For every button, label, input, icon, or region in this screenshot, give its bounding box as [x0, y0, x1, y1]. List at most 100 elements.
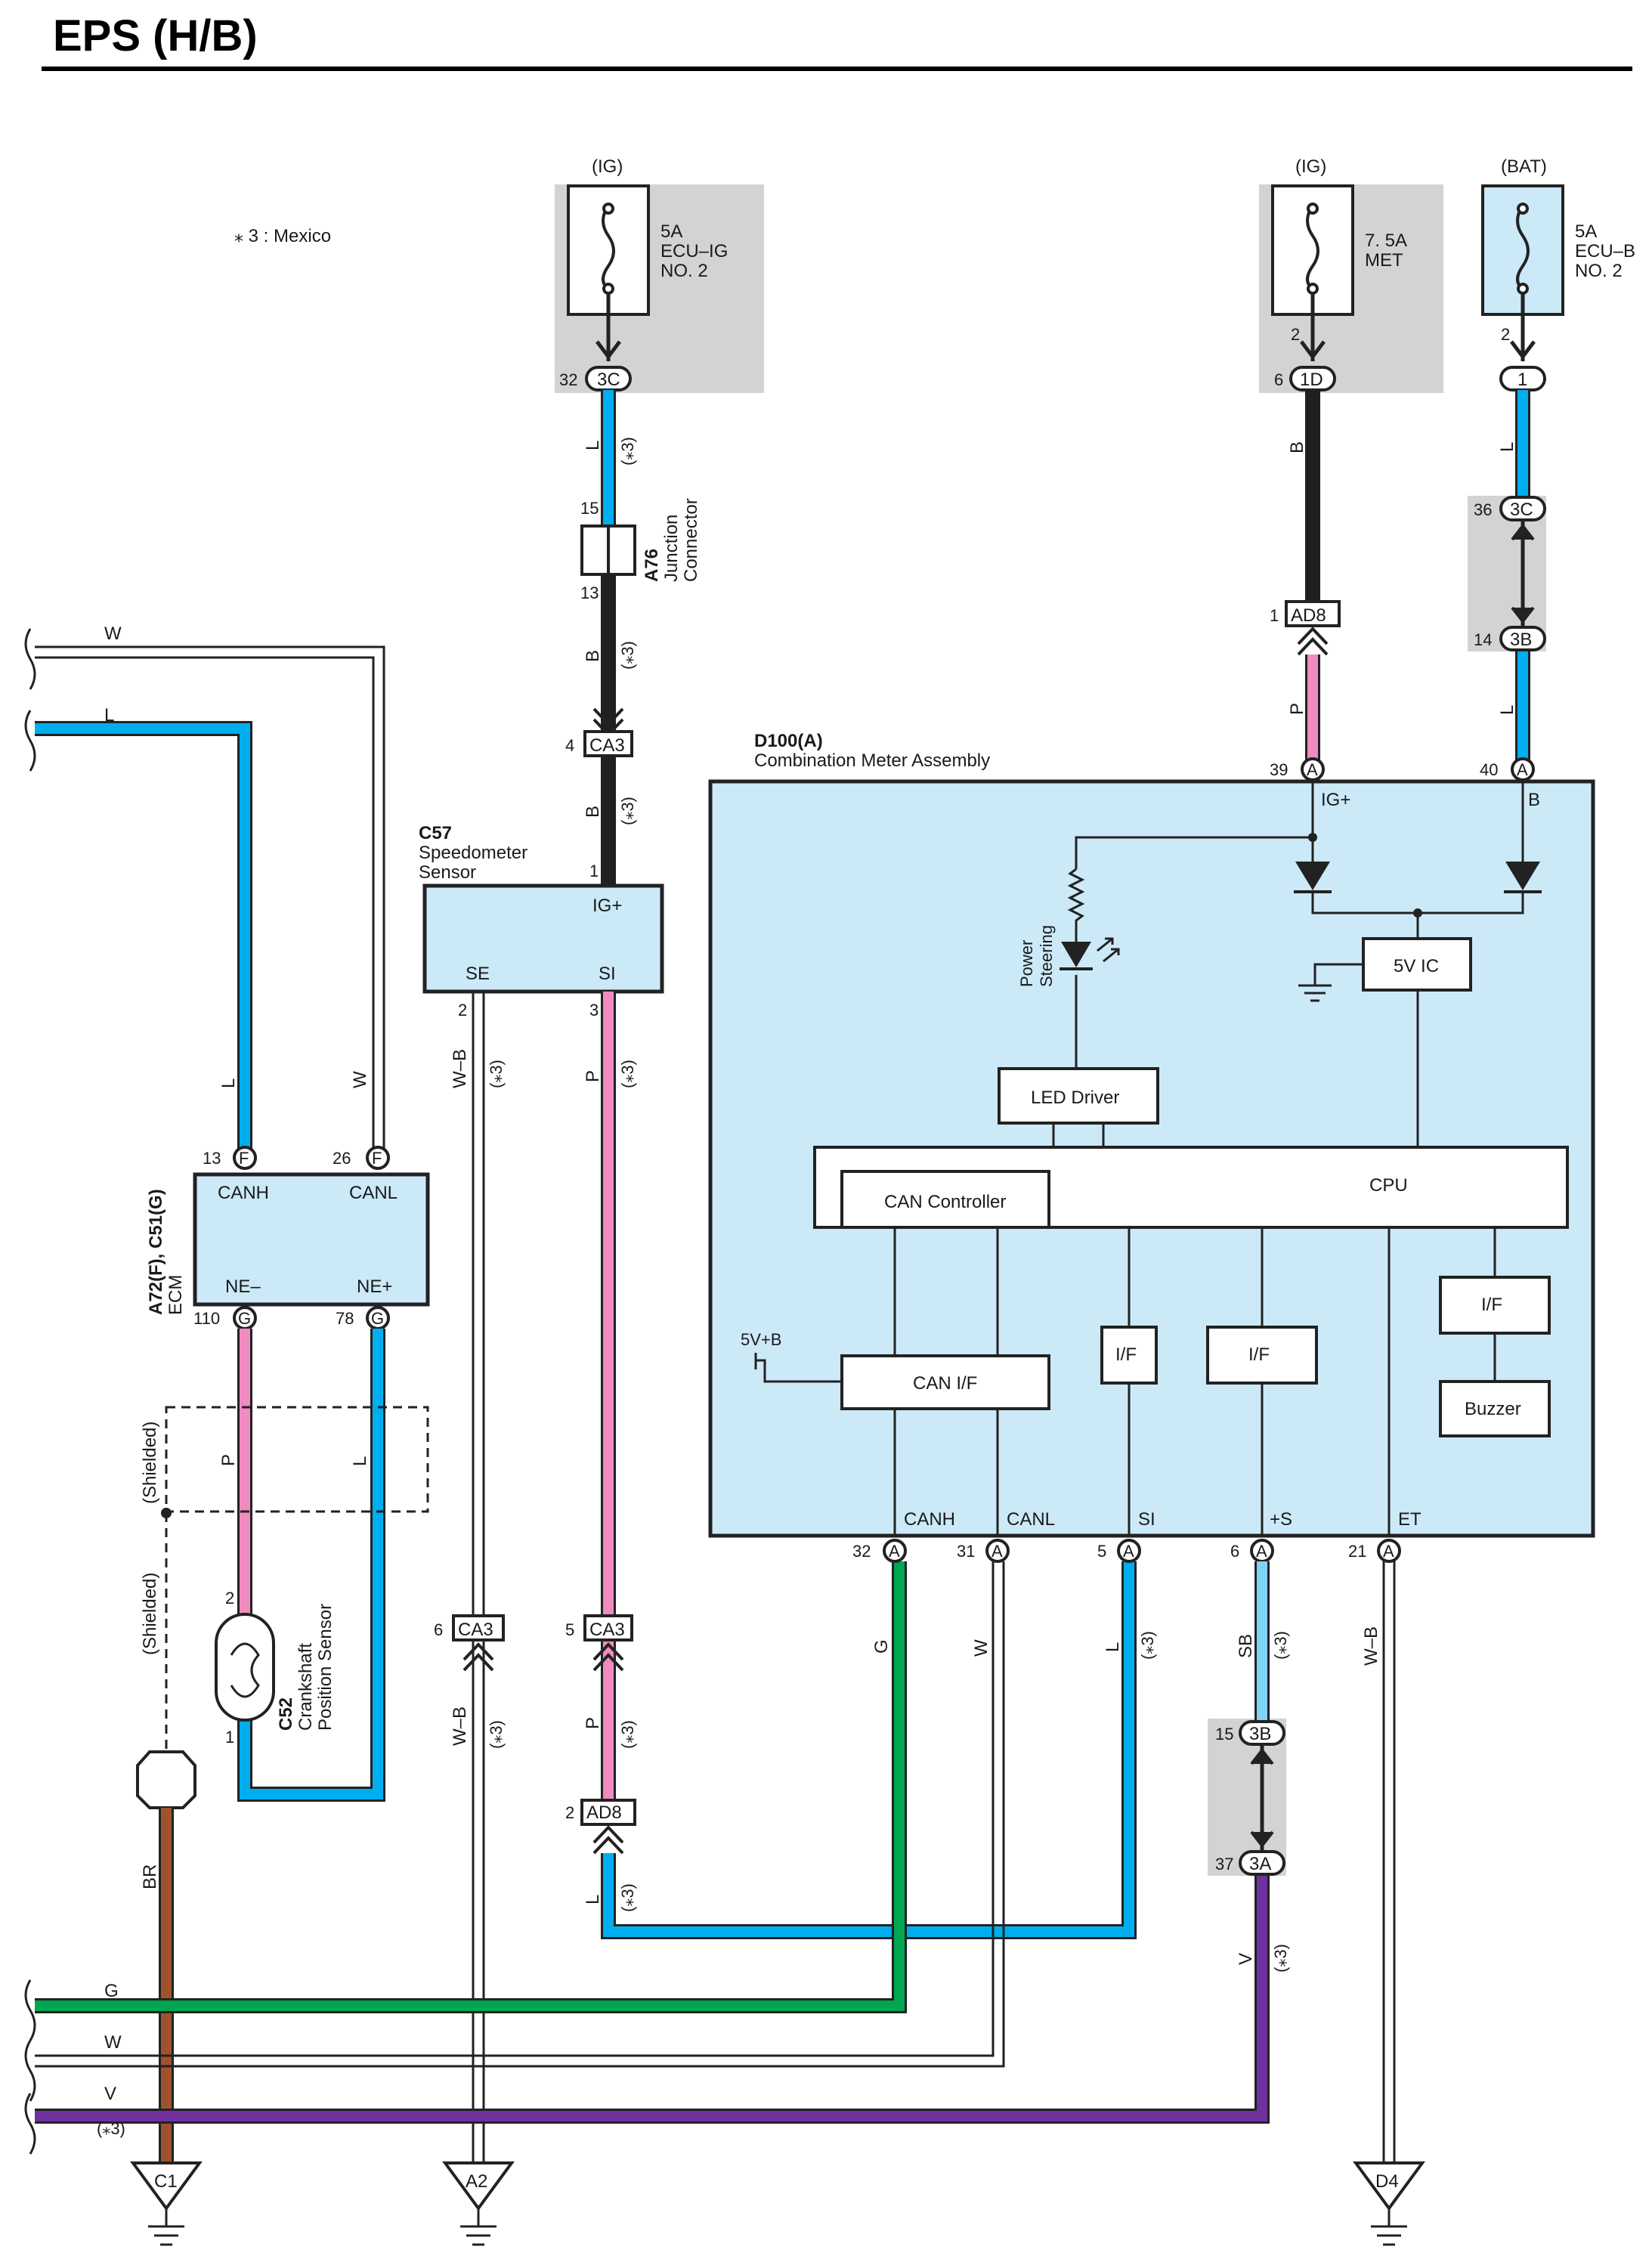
ecm-canl: CANL: [349, 1183, 398, 1203]
meter-pin-si: 5: [1097, 1542, 1106, 1561]
meter-pin-canh: 32: [852, 1542, 871, 1561]
label-b-3: B: [1287, 441, 1307, 453]
fuse1-name1: ECU–IG: [660, 241, 728, 261]
conn-ad8-1-pin: 1: [1270, 606, 1279, 625]
conn-ad8-2: AD8: [586, 1802, 622, 1823]
speedo-se: SE: [466, 964, 490, 984]
meter-name: Combination Meter Assembly: [754, 750, 990, 771]
fuse2-supply: (IG): [1295, 156, 1326, 177]
led-driver-box: [998, 1067, 1159, 1125]
fuse1-supply: (IG): [592, 156, 623, 177]
shield-ground-octagon: [136, 1750, 196, 1809]
label-m3-7: (⁎3): [618, 1720, 637, 1749]
meter-conn-s: A: [1256, 1542, 1267, 1561]
junction-name1: Junction: [661, 515, 682, 582]
speedo-si: SI: [599, 964, 616, 984]
fuse3-pin-top: 2: [1501, 325, 1510, 344]
ecm-conn-canh: F: [239, 1149, 249, 1168]
wire-wb-et: [1382, 1561, 1396, 2163]
junction-name2: Connector: [681, 498, 701, 582]
ecm-id: A72(F), C51(G): [146, 1189, 166, 1315]
ecm-conn-nep: G: [371, 1309, 384, 1328]
label-b-2: B: [583, 806, 603, 818]
meter-id: D100(A): [754, 731, 823, 751]
meter-pin-canl: 31: [957, 1542, 975, 1561]
if-s-label: I/F: [1248, 1344, 1270, 1365]
fuse1-rating: 5A: [660, 221, 682, 242]
label-m3-2: (⁎3): [618, 641, 637, 670]
label-p-4: P: [1287, 703, 1307, 715]
shield-box: [165, 1406, 429, 1513]
ground-d4-label: D4: [1375, 2171, 1399, 2192]
label-w-1: W: [350, 1071, 370, 1088]
label-w-3: W: [971, 1639, 992, 1657]
label-l-3: L: [218, 1078, 239, 1088]
label-m3-11: (⁎3): [1271, 1944, 1290, 1973]
ecm-box: [193, 1172, 430, 1307]
if-si-box: [1100, 1326, 1158, 1385]
can-controller-box: [840, 1170, 1050, 1229]
label-g-bus: G: [104, 1981, 119, 2001]
wire-l-si: [601, 1561, 1137, 1939]
fuse1-pin: 32: [559, 370, 577, 389]
diode-ig: [1295, 862, 1330, 890]
label-l-1: L: [583, 441, 603, 450]
fuse1-element: [602, 204, 615, 290]
conn-3c-36: 3C: [1510, 500, 1533, 520]
label-wb-1: W–B: [450, 1049, 470, 1088]
title-rule: [42, 67, 1632, 71]
if-buzzer-box: [1439, 1276, 1551, 1335]
ground-d4: [1353, 2161, 1425, 2246]
meter-pin-s: 6: [1230, 1542, 1239, 1561]
conn-3b-15-pin: 15: [1215, 1725, 1233, 1744]
conn-3b-14: 3B: [1510, 630, 1532, 650]
power-steering-2: Steering: [1037, 925, 1056, 987]
label-g-1: G: [871, 1639, 892, 1654]
meter-conn-ig: A: [1307, 760, 1318, 779]
meter-et: ET: [1398, 1509, 1422, 1530]
fuse2-pin: 6: [1274, 370, 1283, 389]
conn-1-label: 1: [1517, 370, 1527, 390]
label-m3-3: (⁎3): [618, 797, 637, 825]
shielded-1: (Shielded): [140, 1422, 160, 1504]
fuse2-pin-top: 2: [1291, 325, 1300, 344]
conn-3b-14-pin: 14: [1474, 630, 1492, 649]
speedo-id: C57: [419, 823, 452, 843]
label-v-1: V: [1236, 1953, 1256, 1965]
5v-ic-label: 5V IC: [1394, 956, 1439, 976]
crank-id: C52: [276, 1697, 296, 1731]
ecm-conn-nem: G: [238, 1309, 251, 1328]
label-l-4: L: [104, 705, 114, 726]
wire-l-left: [35, 721, 252, 1158]
label-l-2: L: [583, 1895, 603, 1905]
buzzer-box: [1439, 1380, 1551, 1437]
label-w-bus: W: [104, 2032, 122, 2053]
mexico-note: ⁎ 3 : Mexico: [234, 226, 331, 246]
conn-3a-37-pin: 37: [1215, 1855, 1233, 1874]
ecm-pin-canl: 26: [333, 1149, 351, 1168]
buzzer-label: Buzzer: [1465, 1399, 1521, 1419]
meter-conn-si: A: [1123, 1542, 1134, 1561]
page-title: EPS (H/B): [53, 11, 258, 60]
label-sb: SB: [1236, 1634, 1256, 1658]
conn-3c-label: 3C: [597, 370, 620, 390]
ecm-neplus: NE+: [357, 1276, 392, 1297]
fuse1-name2: NO. 2: [660, 261, 708, 281]
conn-ca3-top: CA3: [589, 735, 625, 756]
meter-conn-b: A: [1517, 760, 1528, 779]
junction-pin-out: 13: [580, 583, 599, 602]
shielded-2: (Shielded): [140, 1573, 160, 1655]
crank-name1: Crankshaft: [295, 1643, 316, 1731]
conn-ca3-5-pin: 5: [565, 1620, 574, 1639]
conn-ad8-1: AD8: [1291, 605, 1326, 626]
ecm-conn-canl: F: [372, 1149, 382, 1168]
5v-ic-box: [1362, 937, 1472, 992]
ecm-canh: CANH: [218, 1183, 269, 1203]
fuse3-rating: 5A: [1575, 221, 1597, 242]
ground-c1-label: C1: [154, 2171, 178, 2192]
speedo-pin-ig: 1: [589, 862, 599, 880]
label-l-7: L: [1497, 705, 1517, 715]
power-steering-1: Power: [1017, 940, 1036, 987]
can-if-label: CAN I/F: [913, 1373, 977, 1394]
ecm-pin-nem: 110: [193, 1309, 220, 1328]
